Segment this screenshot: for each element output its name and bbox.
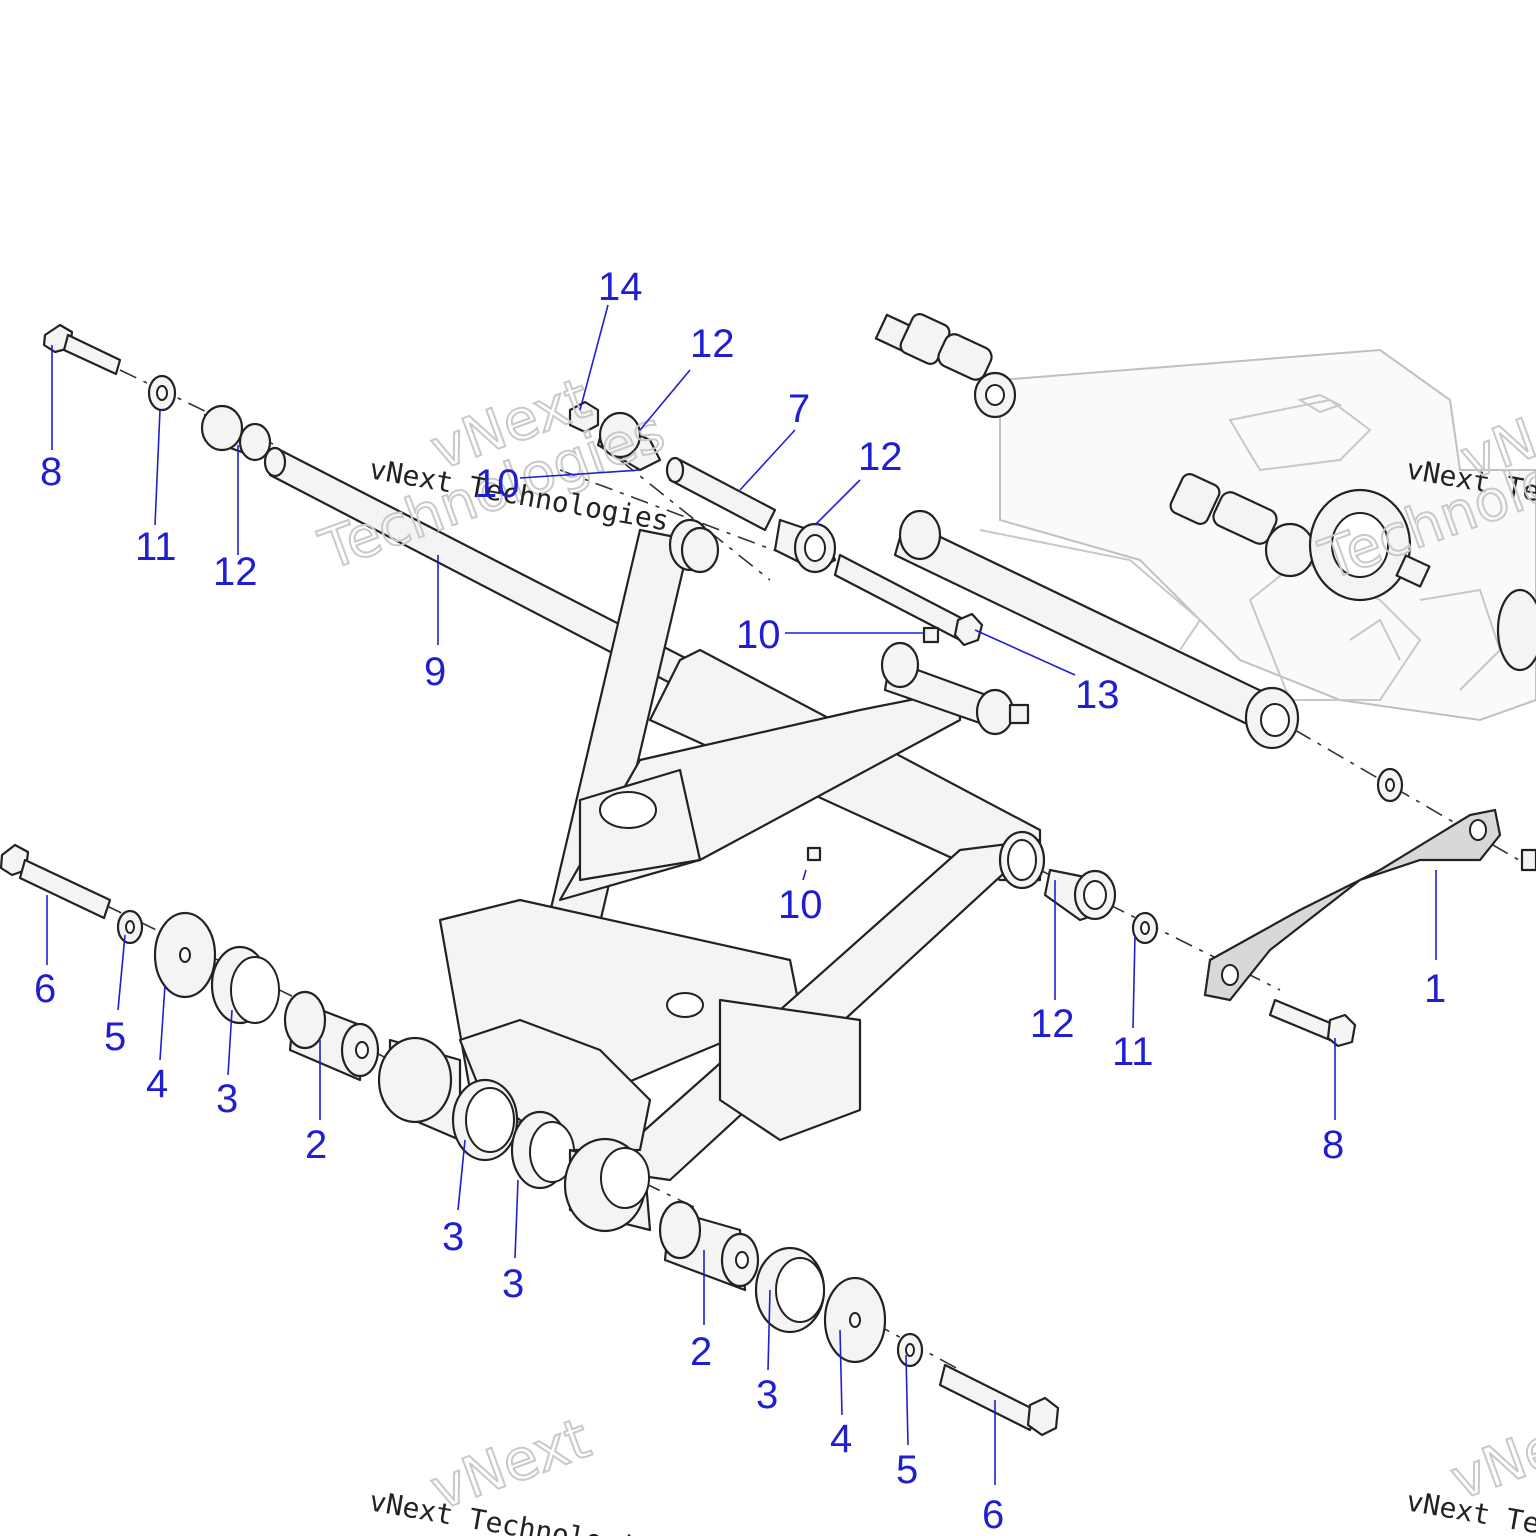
callout-3-center-b: 3 [502, 1262, 524, 1306]
sleeve-right-2 [658, 1200, 760, 1292]
leader-lines [46, 304, 1437, 1485]
bolt-upper-left [42, 323, 122, 376]
callout-6-right: 6 [982, 1493, 1004, 1536]
callout-1: 1 [1424, 967, 1446, 1011]
upper-rod-end [874, 313, 1017, 419]
bolt-left-6 [0, 843, 112, 920]
bushing-left-3 [210, 945, 280, 1025]
rear-long-bolt [893, 509, 1300, 750]
bolt-right-6 [938, 1363, 1060, 1437]
callout-12-lower-right: 12 [1030, 1002, 1075, 1046]
grease-fitting [806, 626, 940, 862]
callout-3-left: 3 [216, 1077, 238, 1121]
callout-10-upper: 10 [475, 462, 520, 506]
callout-4-right: 4 [830, 1417, 852, 1461]
callout-12-upper-left: 12 [213, 550, 258, 594]
pivot-boss-right [563, 1137, 652, 1233]
arm-upper-fitting [880, 641, 1030, 736]
sleeve-left-2 [283, 990, 380, 1082]
callout-9: 9 [424, 650, 446, 694]
callout-3-center-a: 3 [442, 1215, 464, 1259]
bushing-upper-left [200, 404, 272, 462]
callout-6-left: 6 [34, 967, 56, 1011]
callout-8-upper-left: 8 [40, 450, 62, 494]
callout-10-lower: 10 [778, 883, 823, 927]
sleeve-middle [680, 526, 720, 574]
pin-13 [833, 553, 984, 647]
bushing-right-3 [754, 1246, 826, 1334]
callout-4-left: 4 [146, 1062, 168, 1106]
callout-7: 7 [788, 387, 810, 431]
callout-11-upper-left: 11 [135, 525, 177, 569]
callout-8-lower-right: 8 [1322, 1123, 1344, 1167]
bushing-right-lower-12 [1043, 868, 1117, 922]
bolt-edge-stub [1520, 848, 1536, 872]
callout-labels: 14 12 7 12 8 11 12 10 9 10 13 10 6 5 4 3… [34, 265, 1446, 1536]
bolt-7 [665, 456, 777, 532]
bushing-center-3b [510, 1110, 575, 1190]
bushing-center-3a [451, 1078, 519, 1162]
callout-2-left: 2 [305, 1123, 327, 1167]
callout-10-middle: 10 [736, 613, 781, 657]
swing-arm-frame [438, 518, 1046, 1182]
callout-13: 13 [1075, 673, 1120, 717]
callout-2-right: 2 [690, 1330, 712, 1374]
rear-rod-end [1169, 473, 1536, 672]
callout-5-left: 5 [104, 1015, 126, 1059]
bushing-right-12 [773, 518, 837, 574]
callout-14: 14 [598, 265, 643, 309]
pivot-boss-left [377, 1036, 462, 1142]
callout-5-right: 5 [896, 1448, 918, 1492]
callout-12-upper-middle: 12 [690, 322, 735, 366]
callout-11-lower-right: 11 [1112, 1030, 1154, 1074]
callout-12-upper-right: 12 [858, 435, 903, 479]
bushing-middle-12 [596, 411, 662, 472]
link-plate-1 [1203, 808, 1502, 1002]
bolt-lower-right-8 [1268, 998, 1357, 1048]
nut-14 [568, 400, 600, 434]
callout-3-right: 3 [756, 1373, 778, 1417]
